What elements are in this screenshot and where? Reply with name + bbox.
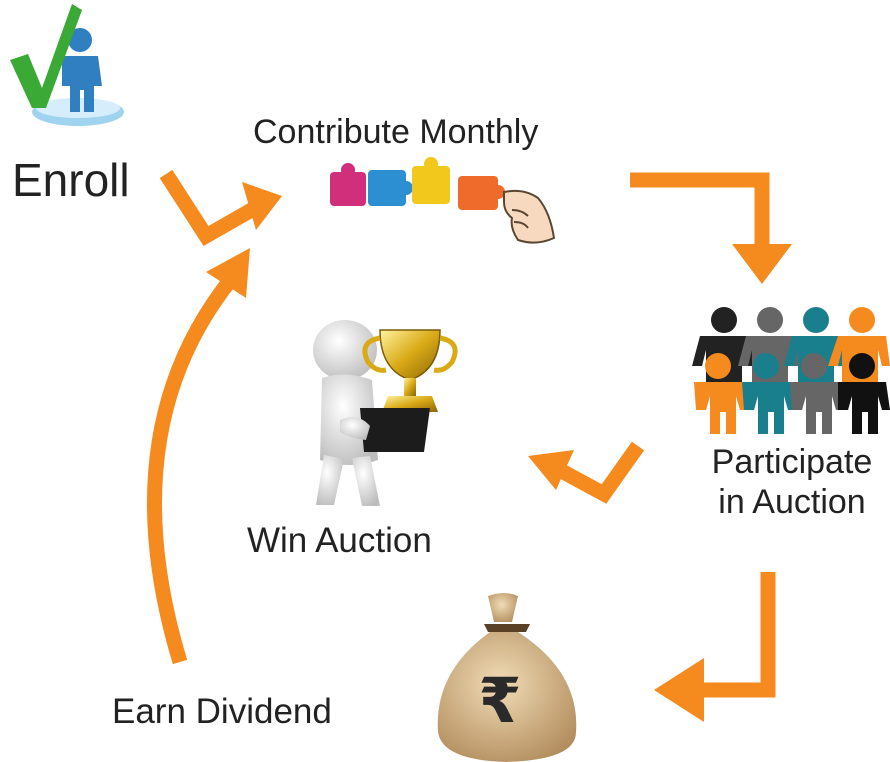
win-auction-label: Win Auction	[247, 521, 432, 560]
arrowhead-return	[206, 248, 250, 298]
participate-in-auction-label: Participate in Auction	[694, 442, 890, 522]
arrowhead-dividend	[654, 658, 704, 722]
figure-holding-trophy-icon	[313, 320, 458, 506]
arrowhead-contribute	[242, 182, 282, 230]
arrow-enroll-to-contribute	[159, 169, 266, 247]
rupee-money-bag-icon: ₹	[437, 593, 577, 762]
enroll-label: Enroll	[12, 154, 130, 206]
enroll-person-checkmark-icon	[10, 4, 124, 126]
arrowhead-participate	[732, 244, 792, 284]
participate-label-line1: Participate	[711, 443, 873, 481]
arrow-participate-to-dividend	[700, 572, 776, 698]
puzzle-pieces-hand-icon	[330, 157, 556, 244]
participate-label-line2: in Auction	[718, 483, 866, 521]
arrow-dividend-to-contribute	[147, 273, 238, 665]
svg-text:₹: ₹	[478, 664, 521, 737]
earn-dividend-label: Earn Dividend	[112, 692, 332, 731]
arrowhead-win	[528, 450, 574, 490]
contribute-monthly-label: Contribute Monthly	[253, 113, 539, 151]
arrow-participate-to-win	[552, 441, 645, 504]
people-group-icon	[692, 307, 890, 434]
arrow-contribute-to-participate	[630, 172, 770, 250]
